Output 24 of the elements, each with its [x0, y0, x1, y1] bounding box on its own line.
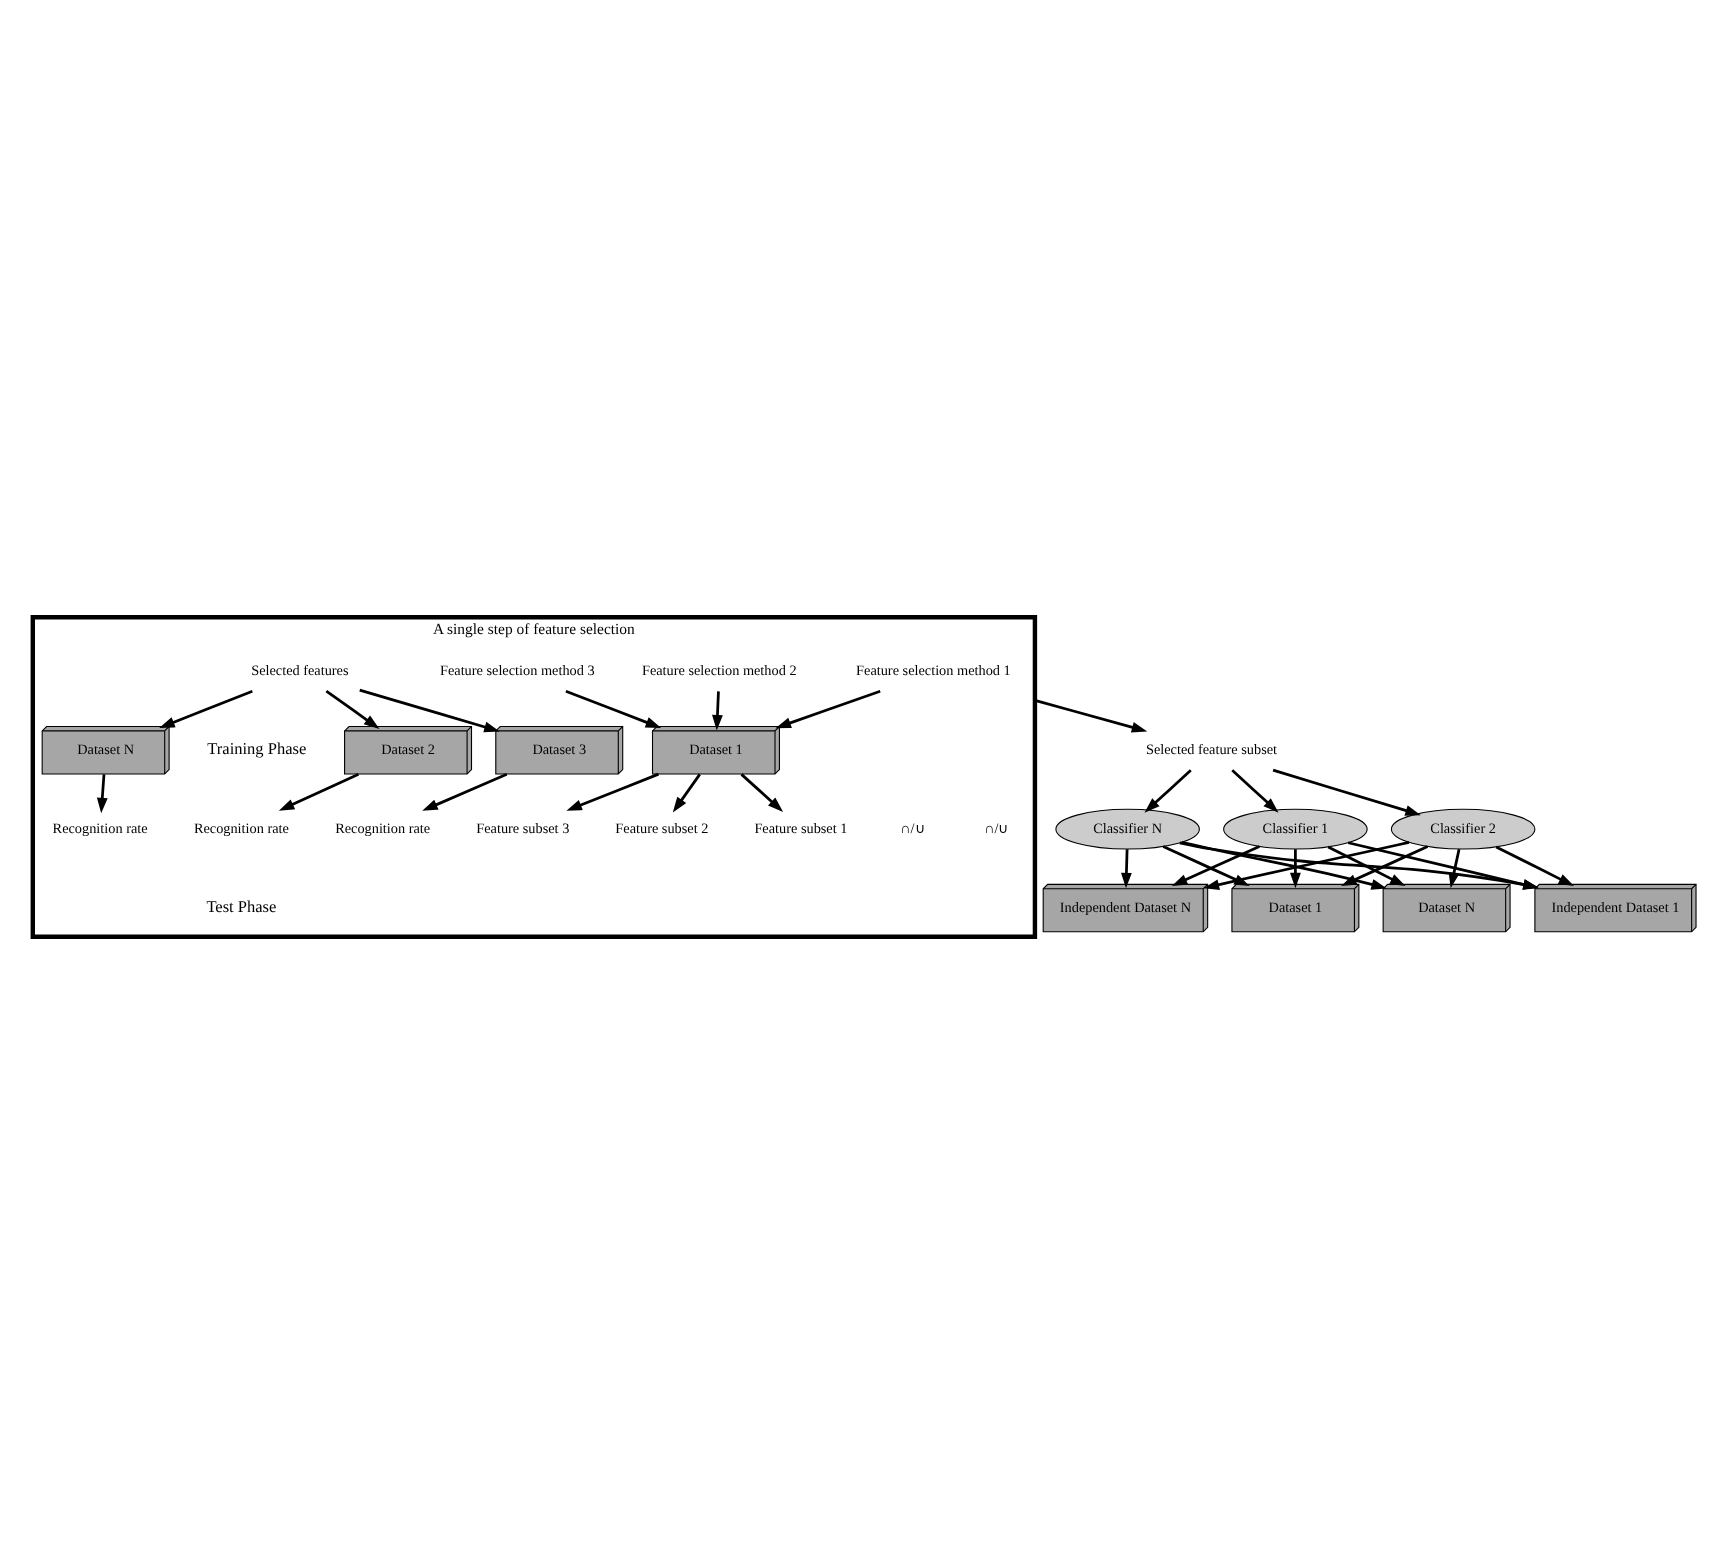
arrow [672, 772, 701, 812]
label: Training Phase [207, 739, 307, 758]
arrow [566, 771, 660, 810]
arrow [1121, 848, 1132, 888]
arrow [278, 771, 360, 810]
arrow [1272, 767, 1421, 815]
arrow [159, 688, 253, 727]
arrow [422, 771, 508, 810]
label: Test Phase [206, 896, 277, 915]
arrow [1289, 848, 1301, 888]
arrow [1144, 768, 1192, 812]
arrow [1162, 844, 1250, 886]
arrow [565, 688, 662, 727]
arrow [740, 772, 784, 811]
arrow [1341, 844, 1429, 886]
arrow [1171, 844, 1260, 886]
arrow [96, 773, 108, 813]
arrow [775, 688, 881, 728]
arrow [712, 690, 723, 730]
arrow [1495, 844, 1575, 886]
arrow [1231, 768, 1279, 812]
arrow [325, 689, 380, 728]
arrow [1034, 698, 1148, 732]
arrow [1327, 844, 1406, 886]
